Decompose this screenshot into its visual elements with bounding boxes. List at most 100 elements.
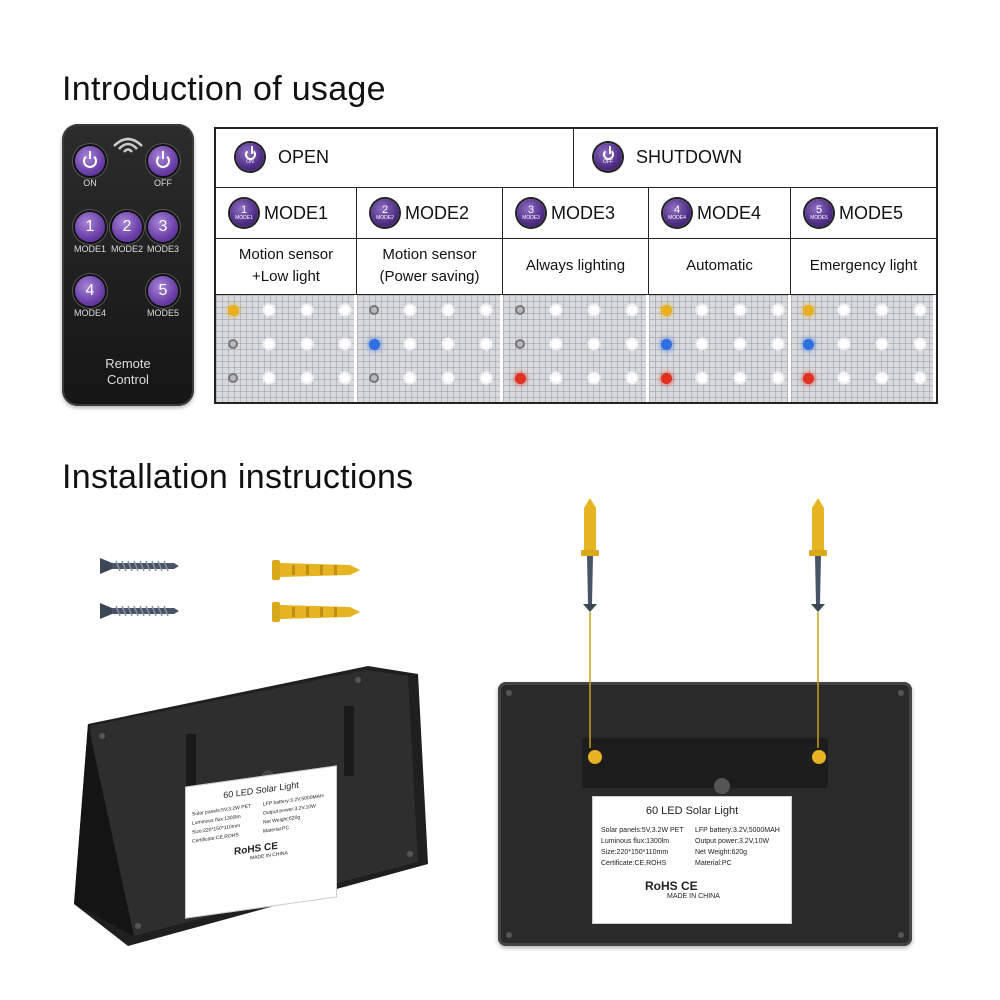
screw-icon [100, 603, 179, 619]
panel-led [733, 303, 747, 317]
panel-led [479, 371, 493, 385]
panel-led [300, 371, 314, 385]
open-button-icon: ON [236, 143, 264, 171]
panel-sensor-dot [369, 305, 379, 315]
remote-caption-line1: Remote [105, 356, 151, 371]
panel-led [441, 337, 455, 351]
mode-indicator-led [803, 305, 814, 316]
mode4-description-cell: Automatic [649, 239, 791, 295]
panel-led [771, 371, 785, 385]
remote-mode1-button[interactable]: 1 [75, 212, 105, 242]
mode2-description-cell: Motion sensor(Power saving) [357, 239, 503, 295]
panel-led [913, 337, 927, 351]
mount-point-right [812, 750, 826, 764]
wall-anchor-icon [272, 602, 360, 622]
mode4-description: Automatic [686, 257, 753, 274]
panel-led [733, 371, 747, 385]
mode1-description: Motion sensor+Low light [238, 246, 334, 285]
signal-waves-icon [113, 137, 143, 153]
panel-led [338, 303, 352, 317]
remote-mode2-label: MODE2 [110, 244, 143, 254]
mode4-label: MODE4 [697, 203, 762, 223]
mode-indicator-led [803, 373, 814, 384]
remote-off-label: OFF [154, 178, 172, 188]
panel-led [262, 303, 276, 317]
remote-control: ON OFF 1 MODE1 2 MODE2 3 MODE3 4 MODE4 5… [62, 124, 194, 406]
mode5-led-panel [791, 295, 933, 402]
mode2-label: MODE2 [405, 203, 470, 223]
panel-sensor-dot [515, 305, 525, 315]
mode1-description-cell: Motion sensor+Low light [216, 239, 357, 295]
mode2-led-panel [357, 295, 500, 402]
panel-led [441, 371, 455, 385]
panel-led [262, 371, 276, 385]
remote-on-button[interactable] [75, 146, 105, 176]
mode5-description-cell: Emergency light [791, 239, 936, 295]
wall-anchor-icon [272, 560, 360, 580]
mode-indicator-led [661, 305, 672, 316]
open-cell: ON OPEN [216, 129, 574, 188]
panel-led [338, 337, 352, 351]
panel-led [837, 303, 851, 317]
mode5-label: MODE5 [839, 203, 904, 223]
panel-led [300, 303, 314, 317]
panel-led [587, 303, 601, 317]
panel-led [587, 371, 601, 385]
remote-off-button[interactable] [148, 146, 178, 176]
open-label: OPEN [278, 147, 330, 167]
panel-led [403, 337, 417, 351]
panel-led [479, 303, 493, 317]
install-heading: Installation instructions [62, 458, 414, 496]
certification-marks: RoHS CE [645, 879, 698, 893]
mount-point-left [588, 750, 602, 764]
remote-caption-line2: Control [107, 372, 149, 387]
remote-mode2-button[interactable]: 2 [112, 212, 142, 242]
mode2-description: Motion sensor(Power saving) [379, 246, 480, 285]
panel-led [549, 337, 563, 351]
panel-led [771, 337, 785, 351]
usage-heading: Introduction of usage [62, 70, 386, 108]
screw-icon [100, 558, 179, 574]
panel-led [913, 303, 927, 317]
remote-mode1-label: MODE1 [73, 244, 106, 254]
panel-led [549, 371, 563, 385]
panel-led [733, 337, 747, 351]
mode4-led-panel [649, 295, 788, 402]
panel-led [695, 371, 709, 385]
remote-mode5-button[interactable]: 5 [148, 276, 178, 306]
panel-led [338, 371, 352, 385]
mode-indicator-led [228, 305, 239, 316]
panel-led [771, 303, 785, 317]
panel-led [837, 337, 851, 351]
mode3-label: MODE3 [551, 203, 616, 223]
power-icon [83, 151, 97, 168]
panel-sensor-dot [228, 339, 238, 349]
shutdown-cell: OFF SHUTDOWN [574, 129, 938, 188]
panel-led [875, 371, 889, 385]
panel-led [875, 337, 889, 351]
mode1-led-panel [216, 295, 354, 402]
panel-led [625, 371, 639, 385]
panel-led [262, 337, 276, 351]
panel-led [441, 303, 455, 317]
power-icon [156, 151, 170, 168]
mode-indicator-led [515, 373, 526, 384]
mode-indicator-led [661, 339, 672, 350]
wall-anchor-icon [809, 498, 827, 556]
mounting-guide [581, 498, 827, 748]
remote-mode3-button[interactable]: 3 [148, 212, 178, 242]
shutdown-label: SHUTDOWN [636, 147, 742, 167]
mode3-description: Always lighting [525, 257, 626, 274]
panel-led [403, 303, 417, 317]
remote-mode4-button[interactable]: 4 [75, 276, 105, 306]
panel-sensor-dot [515, 339, 525, 349]
panel-led [300, 337, 314, 351]
